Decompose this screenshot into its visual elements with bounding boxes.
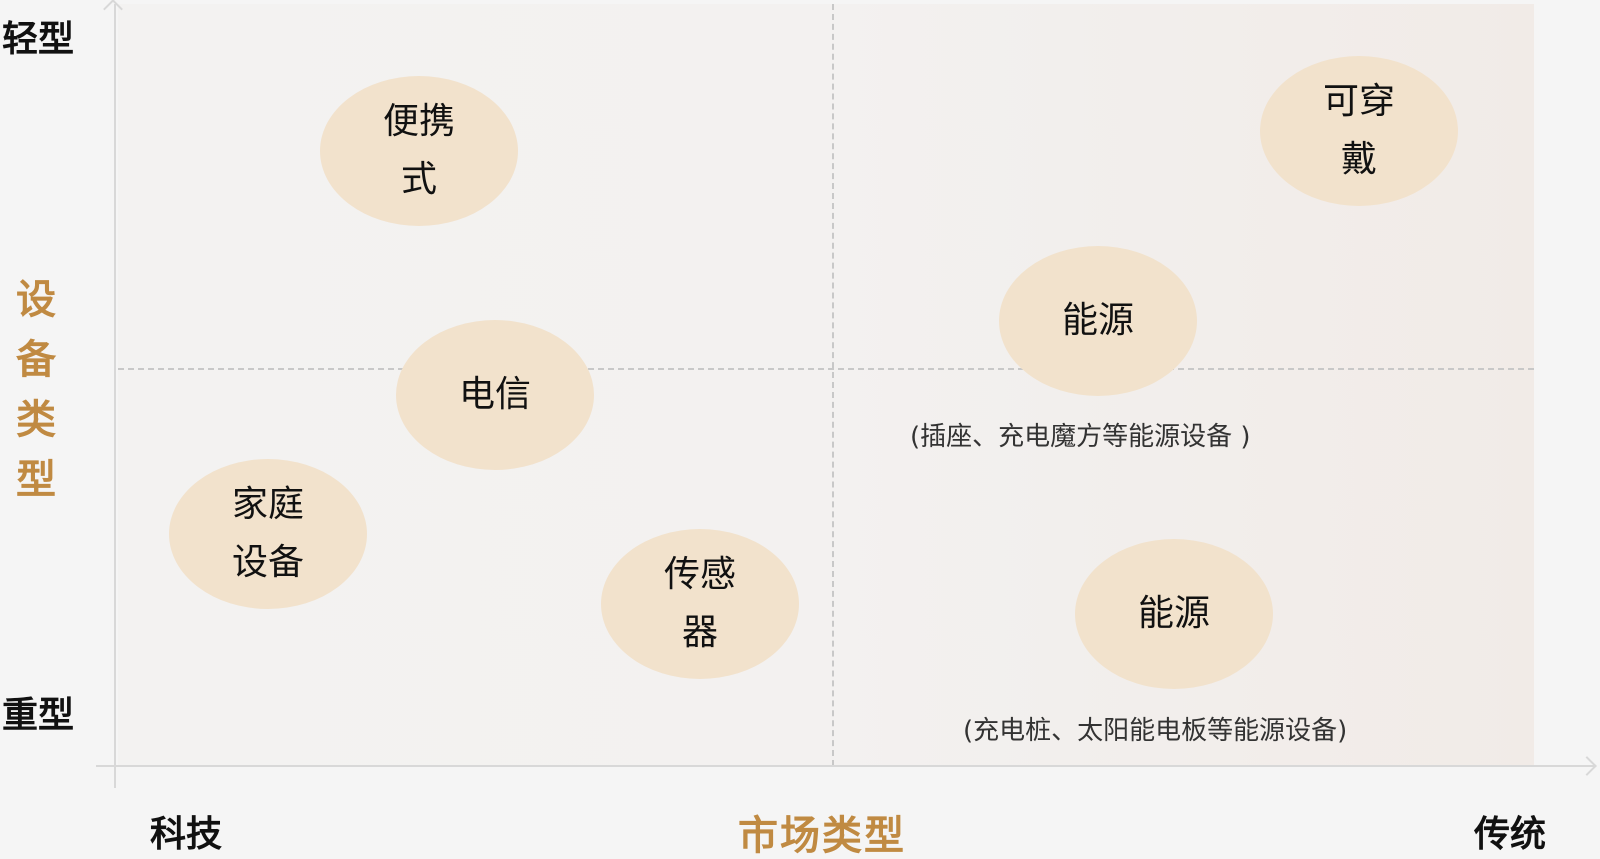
- x-axis-line: [96, 765, 1594, 767]
- y-axis-title-char: 类: [16, 397, 56, 443]
- y-axis-top-label: 轻型: [2, 19, 75, 60]
- bubble-label: 便携: [382, 101, 455, 142]
- horizontal-divider: [118, 368, 1534, 370]
- bubble-label: 传感: [663, 554, 736, 595]
- bubble-label: 能源: [1061, 300, 1134, 341]
- x-axis-arrow-icon: [1577, 756, 1597, 776]
- bubble-label: 家庭: [231, 484, 304, 525]
- note-energy-heavy: (充电桩、太阳能电板等能源设备): [963, 716, 1348, 746]
- y-axis-title-char: 备: [16, 337, 56, 383]
- bubble-wearable: 可穿 戴: [1260, 56, 1458, 206]
- bubble-portable: 便携 式: [320, 76, 518, 226]
- y-axis-title-char: 设: [16, 277, 56, 323]
- bubble-sensors: 传感 器: [601, 529, 799, 679]
- y-axis-title: 设 备 类 型: [16, 270, 56, 510]
- bubble-label: 能源: [1137, 593, 1210, 634]
- y-axis-title-char: 型: [16, 457, 56, 503]
- x-axis-right-label: 传统: [1474, 814, 1547, 855]
- y-axis-line: [114, 4, 116, 788]
- bubble-label: 器: [681, 612, 718, 653]
- x-axis-title: 市场类型: [738, 813, 906, 859]
- bubble-energy-light: 能源: [999, 246, 1197, 396]
- bubble-home-devices: 家庭 设备: [169, 459, 367, 609]
- y-axis-bottom-label: 重型: [2, 695, 75, 736]
- bubble-label: 电信: [458, 374, 531, 415]
- bubble-label: 戴: [1340, 139, 1377, 180]
- bubble-energy-heavy: 能源: [1075, 539, 1273, 689]
- bubble-label: 设备: [231, 542, 304, 583]
- x-axis-left-label: 科技: [150, 814, 223, 855]
- bubble-label: 式: [400, 159, 437, 200]
- bubble-telecom: 电信: [396, 320, 594, 470]
- bubble-label: 可穿: [1322, 81, 1395, 122]
- note-energy-light: (插座、充电魔方等能源设备 ): [910, 422, 1251, 452]
- vertical-divider: [832, 4, 834, 766]
